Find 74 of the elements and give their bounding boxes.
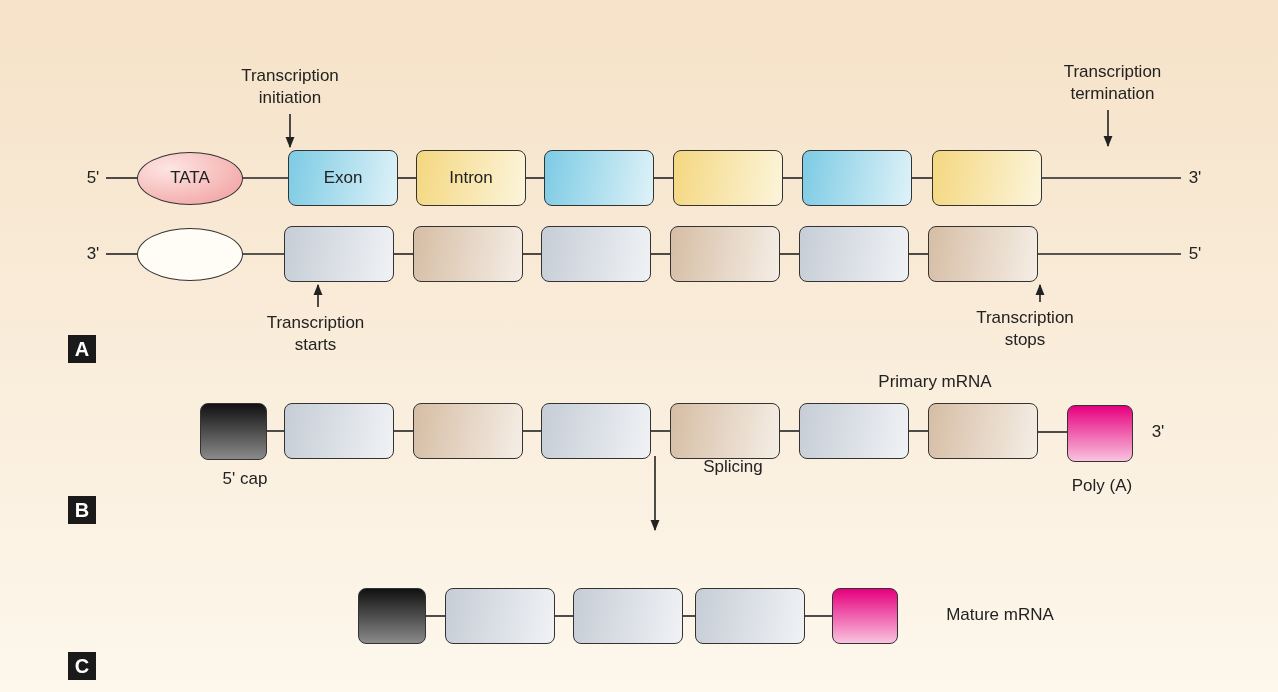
connector-line <box>554 615 574 617</box>
connector-line <box>105 253 138 255</box>
cap-box <box>200 403 267 460</box>
connector-line <box>266 430 285 432</box>
segment-box <box>445 588 555 644</box>
arrow <box>285 113 295 149</box>
connector-line <box>397 177 417 179</box>
connector-line <box>242 253 285 255</box>
panel-letter: A <box>68 335 96 363</box>
segment-box <box>799 403 909 459</box>
strand-end-label: 3' <box>1181 167 1209 189</box>
arrow <box>1035 283 1045 303</box>
segment-box <box>928 403 1038 459</box>
intron-box <box>673 150 783 206</box>
annotation-text: Transcription starts <box>253 311 378 357</box>
cap-box <box>358 588 426 644</box>
connector-line <box>908 430 929 432</box>
connector-line <box>653 177 674 179</box>
connector-line <box>782 177 803 179</box>
poly-a-tail-box <box>832 588 898 644</box>
connector-line <box>425 615 446 617</box>
segment-box <box>695 588 805 644</box>
segment-box <box>284 226 394 282</box>
exon-box <box>544 150 654 206</box>
connector-line <box>1041 177 1182 179</box>
connector-line <box>682 615 696 617</box>
connector-line <box>779 430 800 432</box>
connector-line <box>242 177 289 179</box>
segment-box <box>541 403 651 459</box>
connector-line <box>1037 431 1068 433</box>
exon-box: Exon <box>288 150 398 206</box>
connector-line <box>105 177 138 179</box>
connector-line <box>650 430 671 432</box>
diagram-label: Primary mRNA <box>877 371 993 393</box>
segment-box <box>928 226 1038 282</box>
arrow <box>313 283 323 308</box>
strand-end-label: 3' <box>80 243 106 265</box>
diagram-label: 3' <box>1150 421 1166 443</box>
panel-letter: C <box>68 652 96 680</box>
node-label: 5' cap <box>221 468 269 490</box>
segment-box <box>573 588 683 644</box>
connector-line <box>804 615 833 617</box>
connector-line <box>779 253 800 255</box>
intron-box <box>932 150 1042 206</box>
connector-line <box>522 253 542 255</box>
connector-line <box>1037 253 1182 255</box>
annotation-text: Transcription stops <box>960 306 1090 352</box>
connector-line <box>393 430 414 432</box>
exon-box <box>802 150 912 206</box>
intron-box: Intron <box>416 150 526 206</box>
panel-letter: B <box>68 496 96 524</box>
diagram-label: Mature mRNA <box>945 604 1055 626</box>
poly-a-tail-box <box>1067 405 1133 462</box>
connector-line <box>650 253 671 255</box>
connector-line <box>525 177 545 179</box>
connector-line <box>908 253 929 255</box>
segment-box <box>284 403 394 459</box>
strand-end-label: 5' <box>80 167 106 189</box>
segment-box <box>413 403 523 459</box>
segment-box <box>670 403 780 459</box>
segment-box <box>413 226 523 282</box>
promoter-ellipse: TATA <box>137 152 243 205</box>
connector-line <box>393 253 414 255</box>
segment-box <box>541 226 651 282</box>
segment-box <box>670 226 780 282</box>
diagram-label: Splicing <box>702 456 764 478</box>
segment-box <box>799 226 909 282</box>
annotation-text: Transcription termination <box>1035 60 1190 106</box>
connector-line <box>522 430 542 432</box>
connector-line <box>911 177 933 179</box>
annotation-text: Transcription initiation <box>215 64 365 110</box>
arrow <box>1103 109 1113 148</box>
strand-end-label: 5' <box>1181 243 1209 265</box>
node-label: Poly (A) <box>1070 475 1134 497</box>
